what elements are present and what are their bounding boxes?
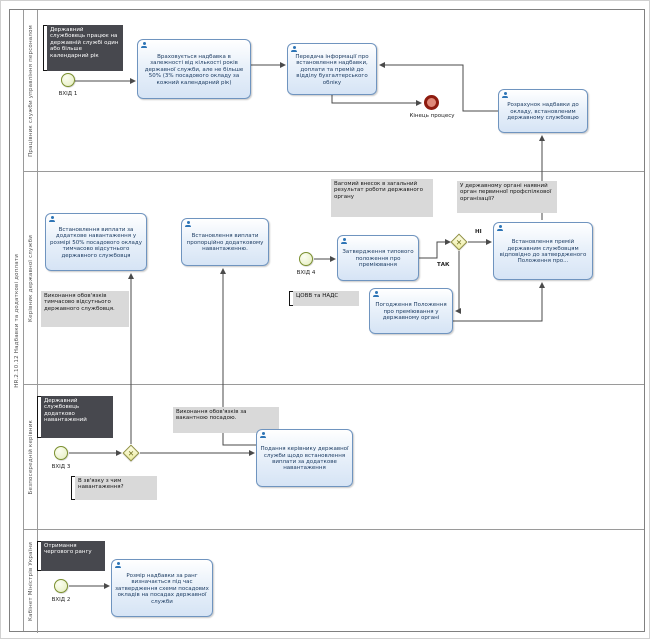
user-icon — [497, 225, 503, 231]
flow-agree-to-premiums — [453, 282, 545, 322]
flow-gateway-yes-to-agree — [455, 251, 461, 314]
exclusive-gateway-icon: ✕ — [455, 237, 463, 247]
task-calc-allowance[interactable]: Розрахунок надбавки до окладу, встановле… — [498, 89, 588, 133]
task-label: Погодження Положення про преміювання у д… — [375, 302, 447, 322]
start-event-1[interactable] — [61, 73, 75, 87]
start-event-3[interactable] — [54, 446, 68, 460]
user-icon — [49, 216, 55, 222]
flow-submission-to-proportional — [220, 268, 256, 446]
flow-calc-to-transfer — [379, 62, 498, 112]
task-label: Передача інформації про встановлення над… — [295, 53, 369, 86]
annotation-duties-absent: Виконання обов'язків тимчасово відсутньо… — [41, 291, 129, 327]
start-event-1-label: ВХІД 1 — [58, 91, 78, 97]
user-icon — [185, 221, 191, 227]
annotation-works-one-year: Державний службовець працює на державній… — [43, 25, 123, 71]
pool-label-strip: HR.2.10.12 Надбавки та додаткові доплати — [10, 10, 24, 631]
task-label: Враховується надбавка в залежності від к… — [144, 53, 244, 86]
process-pool: HR.2.10.12 Надбавки та додаткові доплати… — [9, 9, 645, 633]
annotation-text: Виконання обов'язків за вакантною посадо… — [176, 409, 247, 422]
gateway-yes-label: ТАК — [437, 262, 450, 268]
annotation-text: В зв'язку з чим навантаження? — [78, 478, 124, 491]
task-payment-50[interactable]: Встановлення виплати за додаткове навант… — [45, 213, 147, 271]
annotation-load-reason: В зв'язку з чим навантаження? — [71, 476, 157, 500]
lane-cabinet-of-ministers: Кабінет Міністрів України — [24, 530, 644, 633]
lane-label-strip: Безпосередній керівник — [24, 385, 38, 529]
task-label: Затвердження типового положення про прем… — [342, 249, 414, 269]
annotation-vacant-duties: Виконання обов'язків за вакантною посадо… — [173, 407, 279, 433]
start-event-4[interactable] — [299, 252, 313, 266]
annotation-text: Отримання чергового рангу — [44, 543, 92, 556]
lane-label-strip: Керівник державної служби — [24, 172, 38, 384]
user-icon — [115, 562, 121, 568]
user-icon — [341, 238, 347, 244]
task-label: Встановлення виплати за додаткове навант… — [50, 226, 142, 259]
flow-transfer-to-end — [331, 95, 422, 106]
annotation-next-rank: Отримання чергового рангу — [37, 541, 105, 571]
annotation-text: Вагомий внесок в загальний результат роб… — [334, 181, 423, 200]
annotation-text: Державний службовець додатково навантаже… — [44, 398, 87, 424]
user-icon — [502, 92, 508, 98]
annotation-text: У державному органі наявний орган первин… — [460, 183, 552, 202]
lane-hr-staff: Працівник служби управління персоналом — [24, 10, 644, 172]
lane-label-strip: Працівник служби управління персоналом — [24, 10, 38, 171]
annotation-text: ЦОВВ та НАДС — [296, 293, 339, 299]
lane-head-of-service: Керівник державної служби — [24, 172, 644, 385]
exclusive-gateway-icon: ✕ — [127, 448, 135, 458]
end-event-label: Кінець процесу — [409, 113, 455, 119]
end-event[interactable] — [424, 95, 439, 110]
lane-direct-manager: Безпосередній керівник — [24, 385, 644, 530]
start-event-2[interactable] — [54, 579, 68, 593]
start-event-4-label: ВХІД 4 — [296, 270, 316, 276]
user-icon — [291, 46, 297, 52]
task-label: Встановлення премій державним службовцям… — [499, 239, 587, 265]
task-transfer-info[interactable]: Передача інформації про встановлення над… — [287, 43, 377, 95]
task-payment-proportional[interactable]: Встановлення виплати пропорційно додатко… — [181, 218, 269, 266]
user-icon — [260, 432, 266, 438]
gateway-no-label: НІ — [475, 229, 482, 235]
user-icon — [141, 42, 147, 48]
task-approve-regulation[interactable]: Затвердження типового положення про прем… — [337, 235, 419, 281]
lane-label-strip: Кабінет Міністрів України — [24, 530, 38, 633]
user-icon — [373, 291, 379, 297]
annotation-significant-contribution: Вагомий внесок в загальний результат роб… — [331, 179, 433, 217]
annotation-text: Виконання обов'язків тимчасово відсутньо… — [44, 293, 115, 312]
start-event-2-label: ВХІД 2 — [51, 597, 71, 603]
task-agree-regulation[interactable]: Погодження Положення про преміювання у д… — [369, 288, 453, 334]
task-seniority-allowance[interactable]: Враховується надбавка в залежності від к… — [137, 39, 251, 99]
annotation-union-question: У державному органі наявний орган первин… — [457, 181, 557, 213]
task-rank-allowance[interactable]: Розмір надбавки за ранг визначається під… — [111, 559, 213, 617]
annotation-text: Державний службовець працює на державній… — [50, 27, 119, 59]
flow-approve-to-gateway — [419, 239, 451, 259]
task-label: Подання керівнику державної служби щодо … — [260, 446, 349, 472]
task-submission[interactable]: Подання керівнику державної служби щодо … — [256, 429, 353, 487]
task-label: Розмір надбавки за ранг визначається під… — [115, 572, 209, 605]
task-set-premiums[interactable]: Встановлення премій державним службовцям… — [493, 222, 593, 280]
start-event-3-label: ВХІД 3 — [51, 464, 71, 470]
annotation-extra-load: Державний службовець додатково навантаже… — [37, 396, 113, 438]
task-label: Розрахунок надбавки до окладу, встановле… — [507, 102, 579, 122]
annotation-covv-nads: ЦОВВ та НАДС — [289, 291, 359, 306]
task-label: Встановлення виплати пропорційно додатко… — [186, 233, 264, 253]
